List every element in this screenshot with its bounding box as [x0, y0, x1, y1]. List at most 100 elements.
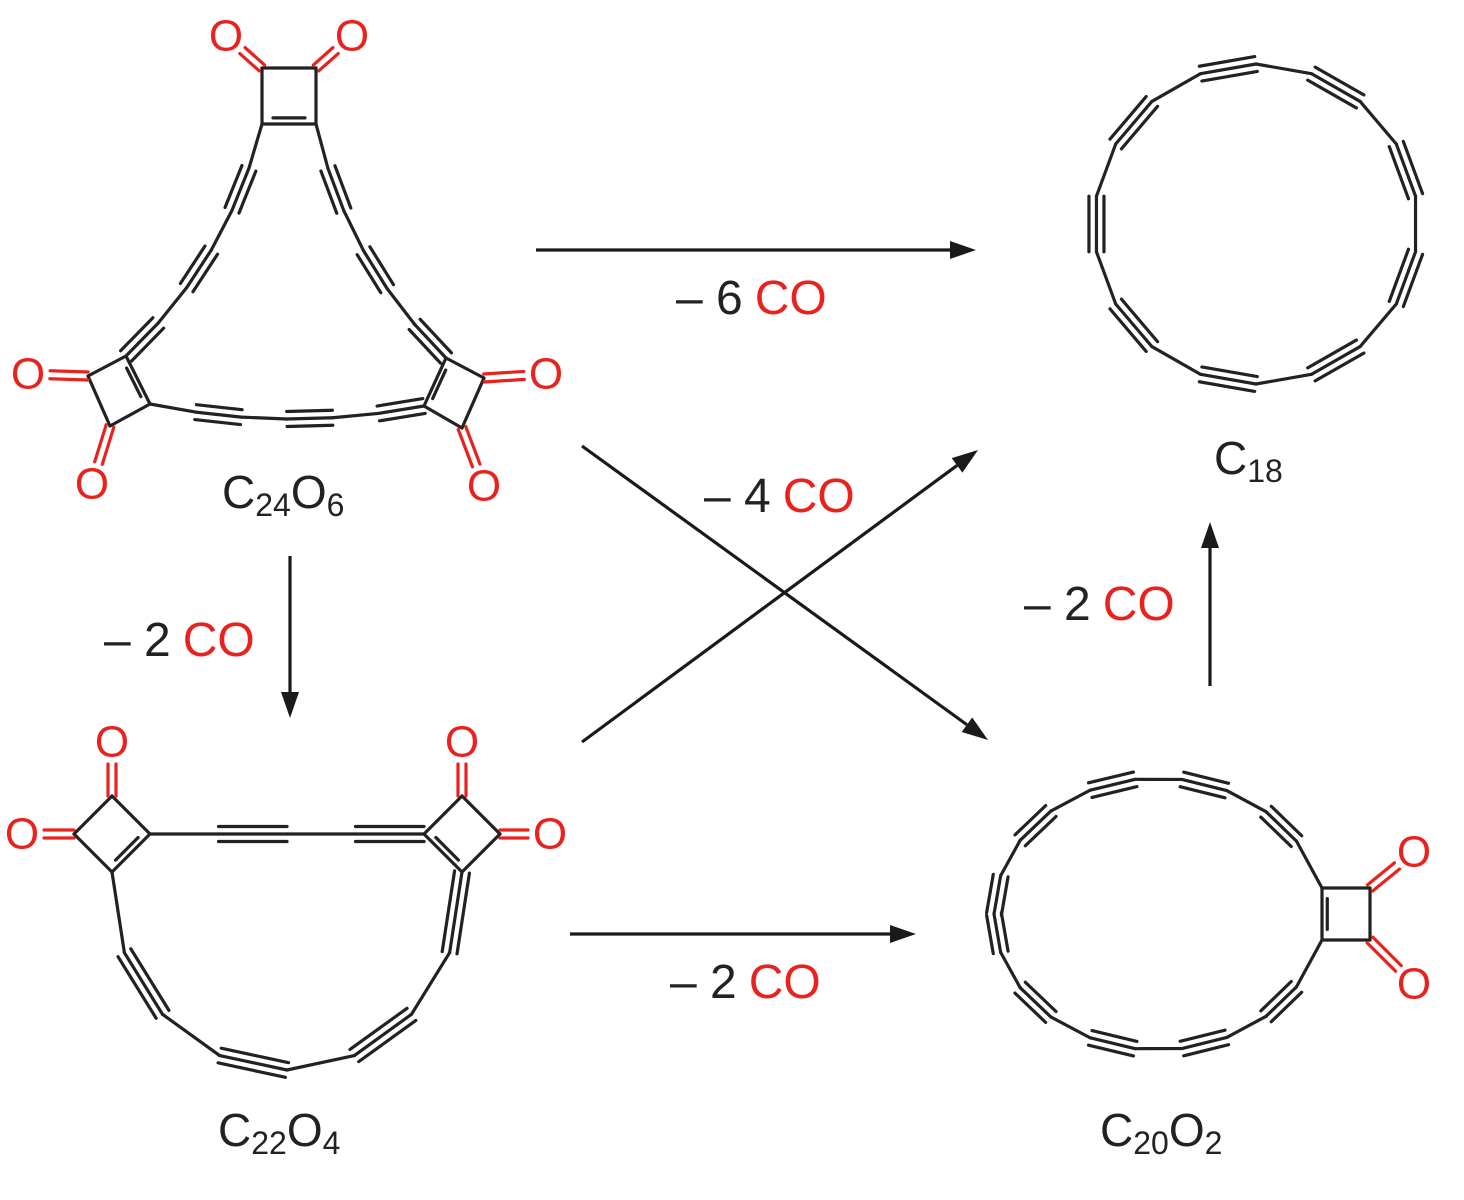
triple-bond [1119, 104, 1160, 151]
triple-bond [1182, 1043, 1231, 1058]
oxygen-atom: O [1397, 828, 1431, 877]
triple-bond [999, 875, 1010, 917]
carbonyl-bond [93, 423, 108, 464]
ring-bond [124, 354, 152, 406]
carbonyl-bond [238, 52, 261, 73]
single-bond [1150, 72, 1203, 104]
single-bond [1094, 250, 1118, 306]
single-bond [1294, 839, 1324, 890]
ring-bond [422, 832, 464, 874]
single-bond [148, 402, 198, 414]
triple-bond [1401, 252, 1425, 309]
oxygen-atom: O [95, 718, 129, 767]
triple-bond [1387, 247, 1411, 304]
ring-bond [460, 794, 502, 836]
triple-bond [1023, 980, 1058, 1014]
carbonyl-bond [482, 369, 526, 376]
single-bond [1094, 142, 1118, 198]
triple-bond [361, 249, 389, 291]
triple-bond [992, 912, 1003, 954]
ring-bond [422, 404, 464, 430]
triple-bond [1309, 344, 1362, 376]
formula-c20o2: C20O2 [1100, 1104, 1222, 1161]
ring-bond [422, 794, 464, 836]
ring-bond [72, 794, 114, 836]
triple-bond [1198, 62, 1258, 76]
ring-double-bond [124, 366, 143, 399]
triple-bond [1197, 380, 1257, 393]
triple-bond [1088, 777, 1137, 792]
oxygen-atom: O [1397, 960, 1431, 1009]
carbonyl-bond [48, 369, 90, 374]
single-bond [156, 286, 189, 325]
carbonyl-bond [1371, 935, 1403, 968]
ring-bond [110, 794, 152, 836]
triple-bond [285, 423, 335, 429]
ring-bond [460, 832, 502, 874]
ring-bond [444, 356, 486, 380]
arrow-head [950, 241, 976, 259]
carbonyl-bond [100, 425, 116, 466]
triple-bond [237, 169, 258, 215]
carbonyl-bond [311, 46, 335, 67]
triple-bond [1086, 770, 1136, 785]
ring-bond [108, 402, 152, 428]
carbonyl-bond [243, 46, 267, 67]
carbonyl-bond [464, 424, 482, 466]
triple-bond [1090, 785, 1139, 800]
oxygen-atom: O [467, 462, 501, 511]
single-bond [1358, 99, 1398, 146]
triple-bond [116, 955, 158, 1020]
triple-bond [129, 947, 171, 1013]
bond-layer [42, 46, 1425, 1079]
single-bond [285, 1053, 356, 1072]
arrow-head [281, 692, 299, 718]
triple-bond [1182, 770, 1231, 785]
triple-bond [1013, 804, 1048, 837]
triple-bond [1394, 250, 1418, 306]
carbonyl-bond [1365, 941, 1398, 973]
ring-bond [72, 832, 114, 874]
triple-bond [1269, 804, 1304, 838]
triple-bond [1018, 986, 1053, 1019]
triple-bond [357, 1018, 418, 1064]
triple-bond [348, 1006, 409, 1052]
ring-bond [86, 374, 112, 428]
arrow-c22o4-to-c18 [581, 464, 959, 744]
triple-bond [999, 911, 1010, 953]
triple-bond [1114, 99, 1154, 146]
triple-bond [352, 1012, 414, 1058]
arrow-head [890, 925, 916, 943]
triple-bond [1088, 1036, 1137, 1051]
ring-bond [422, 356, 448, 408]
triple-bond [230, 166, 251, 212]
triple-bond [413, 322, 448, 360]
triple-bond [1200, 365, 1259, 379]
triple-bond [1108, 307, 1148, 354]
triple-bond [185, 248, 213, 290]
oxygen-atom: O [445, 718, 479, 767]
triple-bond [216, 1061, 288, 1079]
triple-bond [124, 321, 160, 358]
carbonyl-bond [317, 52, 340, 73]
triple-bond [1180, 1035, 1229, 1051]
oxygen-atom: O [209, 12, 243, 61]
formula-c24o6: C24O6 [222, 466, 344, 523]
single-bond [314, 122, 330, 170]
triple-bond [407, 327, 443, 365]
single-bond [409, 951, 452, 1016]
triple-bond [218, 1053, 289, 1072]
triple-bond [193, 417, 243, 427]
carbonyl-bond [48, 377, 90, 382]
ring-double-bond [431, 368, 448, 401]
oxygen-atom: O [335, 12, 369, 61]
triple-bond [326, 166, 346, 213]
triple-bond [1023, 814, 1058, 848]
triple-bond [1313, 351, 1366, 383]
triple-bond [1394, 142, 1418, 198]
ring-double-bond [113, 835, 140, 862]
arrow-head [961, 717, 988, 740]
